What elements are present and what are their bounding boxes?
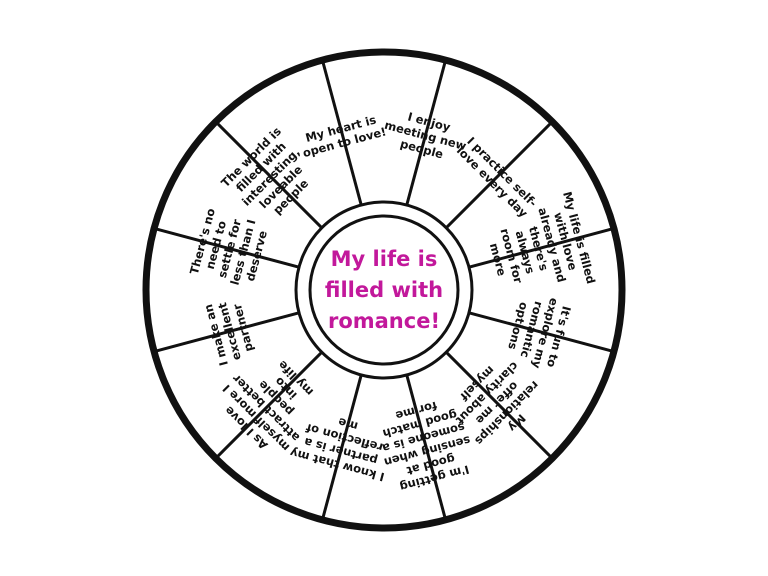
segment-divider <box>216 122 323 229</box>
center-affirmation-line: My life is <box>331 247 438 271</box>
center-affirmation-line: romance! <box>328 309 440 333</box>
segment-divider <box>468 311 613 353</box>
center-affirmation: My life is filled with romance! <box>325 247 443 333</box>
segment-divider <box>321 374 363 519</box>
segment-divider <box>468 227 613 269</box>
segment-divider <box>405 374 447 519</box>
segment-label-line: me <box>336 415 359 434</box>
segment-dividers <box>155 61 613 519</box>
segment-divider <box>445 351 552 458</box>
segment-divider <box>405 61 447 206</box>
segment-label: As I lovemyself more Iattract betterpeop… <box>209 342 332 465</box>
inner-ring-inner <box>308 214 460 366</box>
segment-label: I know that mypartner is areflection ofm… <box>288 405 397 484</box>
segment-divider <box>155 227 300 269</box>
center-affirmation-line: filled with <box>325 278 443 302</box>
segment-divider <box>216 351 323 458</box>
segment-divider <box>445 122 552 229</box>
segment-divider <box>321 61 363 206</box>
segment-divider <box>155 311 300 353</box>
